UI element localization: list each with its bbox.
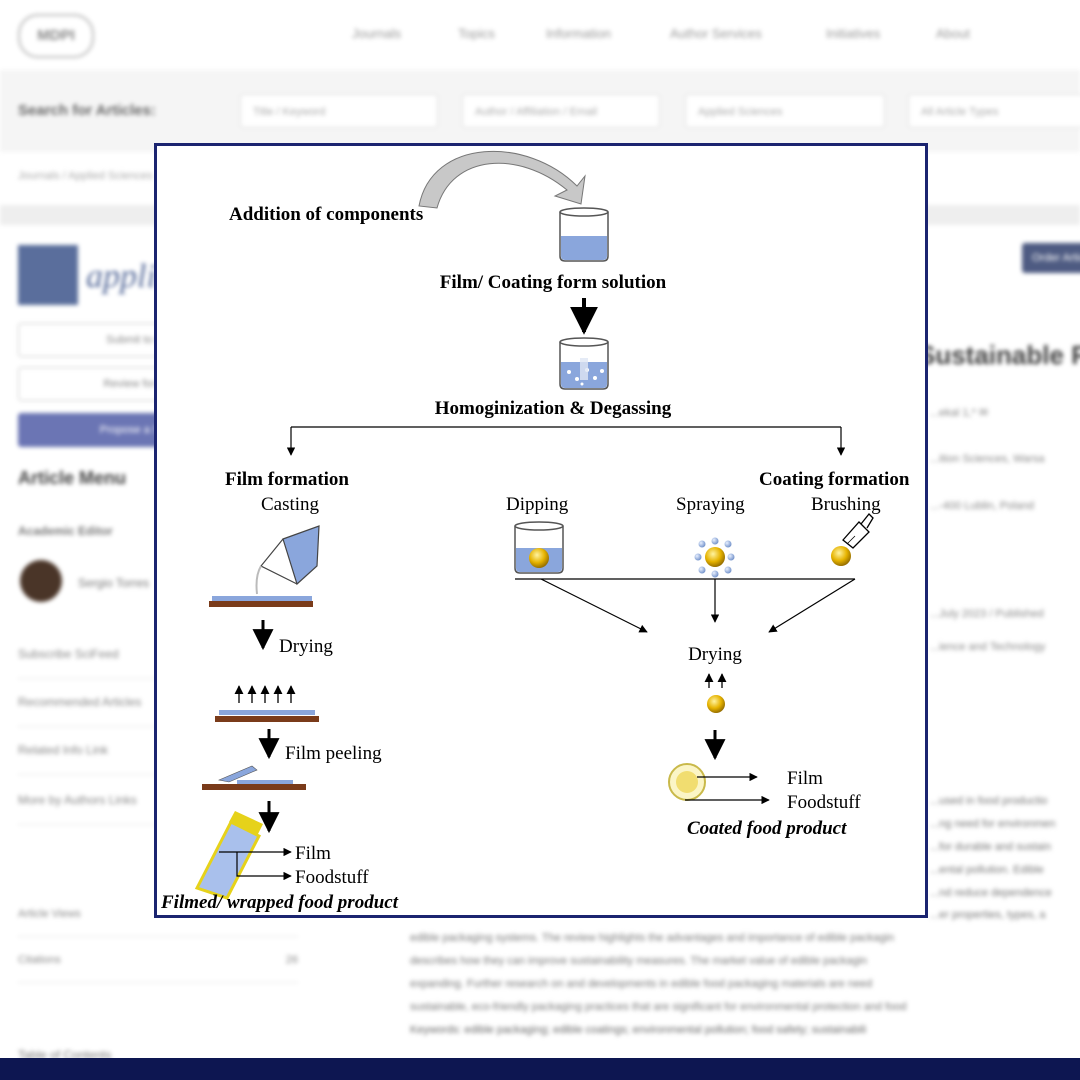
curved-arrow-icon	[418, 150, 586, 209]
addition-label: Addition of components	[229, 204, 423, 225]
coating-formation-label: Coating formation	[759, 469, 910, 490]
casting-label: Casting	[261, 494, 320, 515]
journal-logo[interactable]	[18, 245, 78, 305]
beaker-icon	[559, 207, 609, 262]
site-header: MDPI Journals Topics Information Author …	[0, 0, 1080, 71]
drying-left-label: Drying	[279, 636, 333, 657]
abstract-line: ...used in food productio	[930, 795, 1048, 807]
stat-label: Citations	[18, 954, 61, 966]
foodstuff-pointer-arrow	[236, 852, 292, 881]
nav-author-services[interactable]: Author Services	[670, 26, 762, 41]
brushing-to-drying-arrow	[768, 578, 856, 633]
article-title: Sustainable F	[918, 340, 1080, 370]
abstract-line: ...for durable and sustain	[930, 841, 1052, 853]
stat-value: 26	[285, 954, 298, 966]
meta-line: ...ition Sciences, Warsa	[930, 453, 1045, 465]
search-title-input[interactable]: Title / Keyword	[240, 94, 438, 128]
drying-right-label: Drying	[688, 644, 742, 665]
process-diagram[interactable]: Addition of components Film/ Coating for…	[154, 143, 928, 918]
article-menu-heading: Article Menu	[18, 468, 127, 488]
abstract-line: edible packaging systems. The review hig…	[410, 932, 895, 944]
evaporation-arrows-icon	[234, 685, 296, 703]
keywords-line: Keywords: edible packaging; edible coati…	[410, 1024, 867, 1036]
nav-information[interactable]: Information	[546, 26, 612, 41]
spraying-icon	[694, 537, 735, 578]
film-left-label: Film	[295, 843, 331, 864]
homogenizer-beaker-icon	[559, 337, 609, 390]
dipping-beaker-icon	[514, 521, 564, 574]
film-peeling-label: Film peeling	[285, 743, 382, 764]
diagram-svg: Addition of components Film/ Coating for…	[160, 150, 910, 913]
dipping-label: Dipping	[506, 494, 569, 515]
bottom-band	[0, 1058, 1080, 1080]
editor-name[interactable]: Sergio Torres	[78, 576, 150, 590]
film-formation-label: Film formation	[225, 469, 349, 490]
solution-label: Film/ Coating form solution	[440, 272, 667, 293]
drying-evaporation-icon	[704, 673, 727, 713]
stat-article-views: Article Views	[18, 892, 298, 937]
meta-line: ...ience and Technology	[930, 641, 1046, 653]
order-reprints-button[interactable]: Order Article Reprints	[1022, 243, 1080, 294]
breadcrumb[interactable]: Journals / Applied Sciences	[18, 170, 153, 182]
nav-journals[interactable]: Journals	[352, 26, 402, 41]
dipping-to-drying-arrow	[540, 578, 648, 633]
brushing-icon	[831, 513, 874, 566]
peeling-tray-icon	[202, 765, 306, 790]
abstract-line: ...nd reduce dependence	[930, 887, 1052, 899]
brushing-label: Brushing	[811, 494, 881, 515]
abstract-line: sustainable, eco-friendly packaging prac…	[410, 1001, 907, 1013]
meta-line: ...-400 Lublin, Poland	[930, 500, 1034, 512]
editor-avatar	[20, 560, 62, 602]
stat-label: Article Views	[18, 908, 81, 920]
meta-line: ...July 2023 / Published	[930, 608, 1044, 620]
film-right-label: Film	[787, 768, 823, 789]
stat-citations: Citations 26	[18, 938, 298, 983]
article-type-select[interactable]: All Article Types	[908, 94, 1080, 128]
wrapped-food-icon	[194, 811, 263, 900]
meta-line: ...ekal 1,* ✉	[930, 407, 989, 419]
coated-product-label: Coated food product	[687, 818, 847, 839]
spraying-label: Spraying	[676, 494, 745, 515]
search-author-input[interactable]: Author / Affiliation / Email	[462, 94, 660, 128]
abstract-line: ...ng need for environmen	[930, 818, 1056, 830]
homogenization-label: Homoginization & Degassing	[435, 398, 672, 419]
drying-tray-icon	[215, 710, 319, 722]
foodstuff-left-label: Foodstuff	[295, 867, 369, 888]
casting-tray-icon	[209, 596, 313, 607]
filmed-product-label: Filmed/ wrapped food product	[160, 892, 399, 913]
nav-topics[interactable]: Topics	[458, 26, 495, 41]
abstract-line: expanding. Further research on and devel…	[410, 978, 873, 990]
abstract-line: describes how they can improve sustainab…	[410, 955, 868, 967]
pouring-beaker-icon	[255, 525, 320, 595]
search-label: Search for Articles:	[18, 102, 156, 119]
mdpi-logo[interactable]: MDPI	[18, 14, 94, 58]
journal-select[interactable]: Applied Sciences	[685, 94, 885, 128]
abstract-line: ...er properties, types, a	[930, 909, 1046, 921]
coated-food-icon	[668, 763, 706, 801]
foodstuff-right-label: Foodstuff	[787, 792, 861, 813]
nav-about[interactable]: About	[936, 26, 970, 41]
search-bar: Search for Articles: Title / Keyword Aut…	[0, 70, 1080, 152]
abstract-line: ...ental pollution. Edible	[930, 864, 1044, 876]
academic-editor-heading: Academic Editor	[18, 524, 113, 538]
nav-initiatives[interactable]: Initiatives	[826, 26, 881, 41]
